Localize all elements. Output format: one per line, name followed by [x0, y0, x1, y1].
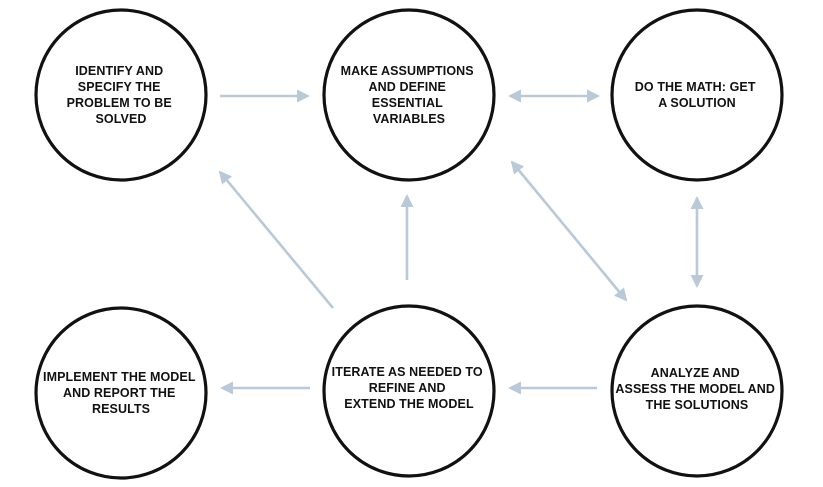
node-identify-problem: IDENTIFY AND SPECIFY THE PROBLEM TO BE S…	[34, 8, 208, 182]
node-identify-label: IDENTIFY AND SPECIFY THE PROBLEM TO BE S…	[67, 64, 176, 126]
node-analyze-label: ANALYZE AND ASSESS THE MODEL AND THE SOL…	[615, 366, 778, 412]
node-iterate: ITERATE AS NEEDED TO REFINE AND EXTEND T…	[322, 304, 496, 478]
node-implement-line: RESULTS	[92, 402, 150, 416]
node-assumptions-line: MAKE ASSUMPTIONS	[341, 64, 474, 78]
arrow-iterate-to-identify	[218, 170, 334, 309]
node-do-the-math: DO THE MATH: GET A SOLUTION	[610, 8, 784, 182]
node-identify-line: SPECIFY THE	[78, 80, 161, 94]
node-identify-line: SOLVED	[95, 112, 146, 126]
node-implement-model: IMPLEMENT THE MODEL AND REPORT THE RESUL…	[34, 306, 208, 480]
node-make-assumptions: MAKE ASSUMPTIONS AND DEFINE ESSENTIAL VA…	[322, 8, 496, 182]
node-analyze-line: THE SOLUTIONS	[646, 398, 749, 412]
node-identify-line: IDENTIFY AND	[75, 64, 163, 78]
node-math-label: DO THE MATH: GET A SOLUTION	[635, 80, 759, 110]
node-assumptions-line: ESSENTIAL	[372, 96, 443, 110]
node-assumptions-line: VARIABLES	[373, 112, 445, 126]
node-iterate-line: EXTEND THE MODEL	[344, 397, 474, 411]
node-iterate-line: ITERATE AS NEEDED TO	[332, 365, 483, 379]
node-implement-label: IMPLEMENT THE MODEL AND REPORT THE RESUL…	[43, 370, 199, 416]
node-analyze-circle	[610, 304, 784, 478]
node-analyze-line: ANALYZE AND	[651, 366, 740, 380]
node-assumptions-line: AND DEFINE	[369, 80, 446, 94]
node-implement-line: IMPLEMENT THE MODEL	[43, 370, 196, 384]
node-implement-line: AND REPORT THE	[63, 386, 176, 400]
node-identify-circle	[34, 8, 208, 182]
node-iterate-label: ITERATE AS NEEDED TO REFINE AND EXTEND T…	[332, 365, 487, 411]
node-iterate-line: REFINE AND	[369, 381, 446, 395]
node-implement-circle	[34, 306, 208, 480]
node-assumptions-circle	[322, 8, 496, 182]
node-assumptions-label: MAKE ASSUMPTIONS AND DEFINE ESSENTIAL VA…	[341, 64, 478, 126]
node-identify-line: PROBLEM TO BE	[67, 96, 172, 110]
node-math-line: A SOLUTION	[658, 96, 736, 110]
node-analyze-line: ASSESS THE MODEL AND	[615, 382, 775, 396]
arrow-assumptions-analyze-bidirectional	[510, 160, 628, 302]
node-math-circle	[610, 8, 784, 182]
node-iterate-circle	[322, 304, 496, 478]
node-math-line: DO THE MATH: GET	[635, 80, 756, 94]
node-analyze-assess: ANALYZE AND ASSESS THE MODEL AND THE SOL…	[610, 304, 784, 478]
